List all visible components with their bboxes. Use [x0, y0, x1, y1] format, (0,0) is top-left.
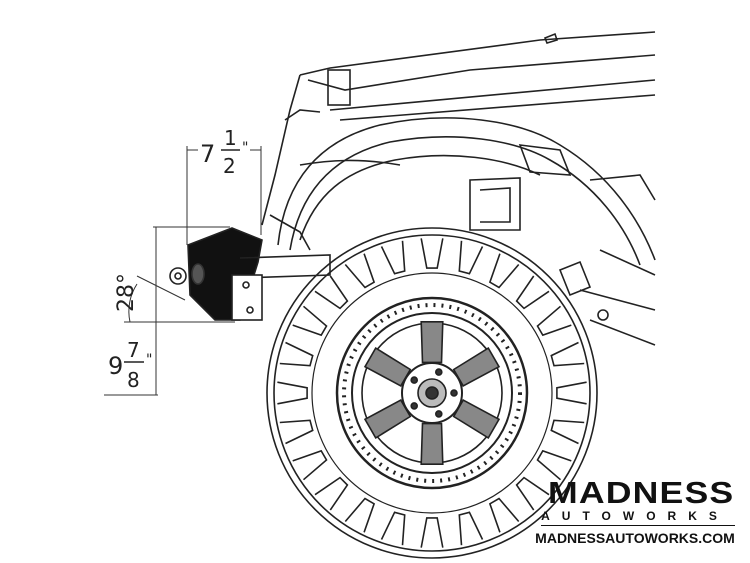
madness-autoworks-logo: MADNESS AUTOWORKS MADNESSAUTOWORKS.COM [535, 475, 735, 546]
lug-nut [434, 368, 443, 376]
width-unit: " [242, 140, 248, 156]
tread-block [344, 253, 376, 289]
spoke [363, 346, 412, 387]
tread-block [488, 253, 520, 289]
tread-block [515, 476, 550, 511]
height-numerator: 7 [127, 338, 140, 362]
width-whole: 7 [200, 140, 215, 168]
lug-nut [450, 389, 458, 397]
height-unit: " [146, 352, 152, 368]
spoke [452, 346, 501, 387]
tread-block [488, 497, 520, 533]
vehicle-body [261, 31, 656, 346]
logo-sub: AUTOWORKS [541, 509, 729, 523]
tread-block [314, 476, 349, 511]
bumper [169, 227, 331, 321]
tread-block [536, 449, 572, 481]
tire [266, 227, 598, 559]
tread-block [550, 341, 585, 367]
height-denominator: 8 [127, 368, 140, 392]
tread-block [279, 341, 314, 367]
lug-nut [410, 376, 419, 384]
lug-nut [410, 402, 419, 410]
tread-block [420, 517, 444, 548]
dimension-lines [104, 146, 262, 396]
tread-block [344, 497, 376, 533]
spoke [420, 422, 444, 465]
lug-nut [434, 410, 443, 418]
angle-label: 28° [114, 273, 139, 312]
tread-block [458, 511, 484, 546]
height-whole: 9 [108, 352, 123, 380]
tread-block [292, 449, 328, 481]
tread-block [550, 419, 585, 445]
logo-url[interactable]: MADNESSAUTOWORKS.COM [535, 530, 735, 546]
tread-block [556, 381, 587, 405]
width-numerator: 1 [224, 126, 237, 150]
tread-block [292, 305, 328, 337]
tread-block [380, 240, 406, 275]
logo-divider [541, 525, 735, 526]
tread-block [314, 275, 349, 310]
spoke [420, 321, 444, 364]
tread-block [279, 419, 314, 445]
width-denominator: 2 [223, 154, 236, 178]
tread-block [420, 238, 444, 269]
dimension-labels: 7 1 2 " 28° 9 7 8 " [108, 126, 248, 392]
logo-brand: MADNESS [547, 475, 735, 510]
tread-block [380, 511, 406, 546]
tread-block [277, 381, 308, 405]
tread-block [458, 240, 484, 275]
tread-block [536, 305, 572, 337]
spoke [363, 399, 412, 440]
spoke [452, 399, 501, 440]
tread-block [515, 275, 550, 310]
tire-treads [277, 238, 587, 548]
